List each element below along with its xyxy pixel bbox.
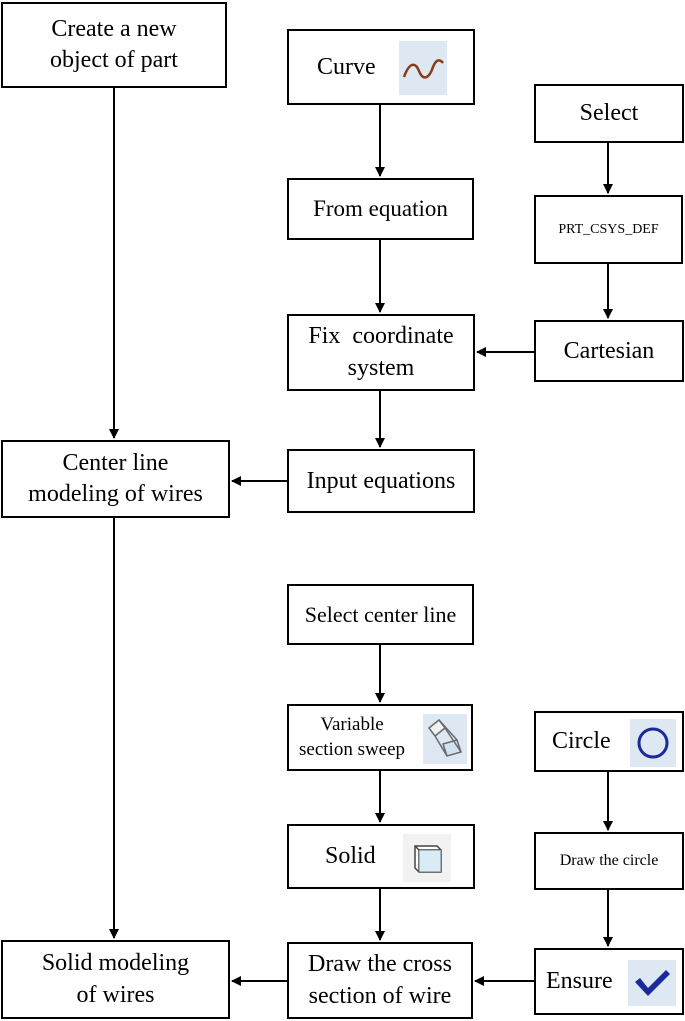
select-center-line-label: Select center line (304, 601, 457, 627)
curve-box: Curve (287, 29, 475, 105)
from-equation-box: From equation (287, 178, 474, 240)
circle-label: Circle (552, 728, 611, 754)
draw-circle-label: Draw the circle (559, 852, 659, 869)
solid-modeling-box: Solid modeling of wires (1, 940, 230, 1019)
create-new-line2: object of part (50, 47, 178, 73)
select-label: Select (579, 100, 639, 126)
curve-icon (399, 41, 447, 102)
input-equations-box: Input equations (287, 449, 475, 513)
cartesian-box: Cartesian (534, 320, 684, 382)
select-center-line-box: Select center line (287, 584, 474, 645)
solid-modeling-line1: Solid modeling (41, 950, 190, 977)
from-equation-label: From equation (313, 196, 448, 221)
fix-coord-line2: system (347, 354, 415, 381)
variable-section-sweep-box: Variable section sweep (287, 704, 473, 771)
sweep-line2: section sweep (299, 738, 406, 760)
sweep-line1: Variable (320, 713, 384, 735)
variable-sweep-icon (423, 714, 467, 770)
solid-box-icon (403, 834, 451, 889)
input-equations-label: Input equations (306, 467, 456, 494)
create-new-part-box: Create a new object of part (1, 2, 227, 88)
circle-icon (630, 719, 676, 774)
select-box: Select (534, 84, 684, 143)
fix-coord-line1: Fix coordinate (308, 323, 454, 350)
center-line-line1: Center line (62, 449, 169, 476)
curve-label: Curve (317, 53, 376, 80)
prt-csys-def-label: PRT_CSYS_DEF (558, 221, 659, 237)
fix-coordinate-system-box: Fix coordinate system (287, 314, 475, 391)
center-line-line2: modeling of wires (28, 481, 203, 507)
draw-cross-line2: section of wire (308, 982, 452, 1009)
cartesian-label: Cartesian (563, 337, 655, 364)
center-line-modeling-box: Center line modeling of wires (1, 440, 230, 518)
draw-cross-section-box: Draw the cross section of wire (287, 942, 473, 1019)
draw-cross-line1: Draw the cross (308, 951, 452, 978)
circle-box: Circle (534, 711, 684, 772)
prt-csys-def-box: PRT_CSYS_DEF (534, 195, 683, 264)
checkmark-icon (628, 960, 676, 1013)
draw-the-circle-box: Draw the circle (534, 832, 684, 890)
solid-label: Solid (325, 843, 376, 869)
solid-modeling-line2: of wires (76, 981, 155, 1008)
ensure-box: Ensure (534, 948, 684, 1015)
create-new-line1: Create a new (51, 15, 177, 42)
solid-box: Solid (287, 824, 475, 889)
ensure-label: Ensure (546, 968, 613, 994)
